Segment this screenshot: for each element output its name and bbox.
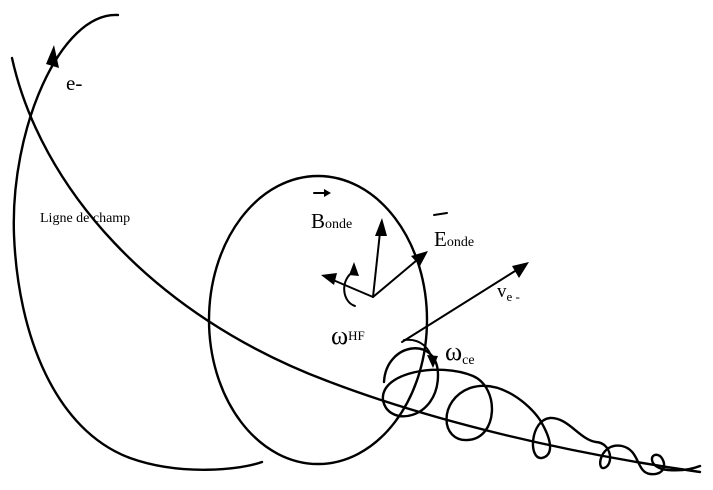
field-line-curve [12,58,700,472]
e-onde-label: Eonde [434,227,474,251]
b-onde-label: Bonde [311,209,352,233]
omega-hf-subscript: HF [348,328,365,343]
left-vector-arrow-head [321,273,337,285]
omega-ce-subscript: ce [462,353,474,368]
e-onde-vector [373,255,423,297]
omega-ce-label: ωce [445,337,475,368]
velocity-subscript: e - [507,289,520,304]
velocity-vector [402,266,523,342]
e-onde-subscript: onde [447,235,474,250]
e-vector-bar [434,213,447,215]
omega-hf-label: ωHF [331,321,365,350]
velocity-label: ve - [497,281,520,304]
velocity-arrow-head [512,262,529,278]
electron-helix-loops [383,348,700,474]
omega-hf-symbol: ω [331,321,348,350]
b-onde-symbol: B [311,209,325,233]
velocity-symbol: v [497,281,507,302]
omega-ce-symbol: ω [445,337,462,366]
b-vector-bar-head [324,189,331,197]
b-onde-subscript: onde [325,217,352,232]
omega-hf-rotation-arrow-head [349,262,359,276]
electron-trajectory-arc [14,15,262,470]
field-line-label: Ligne de champ [40,211,130,226]
electron-label: e- [66,71,82,95]
b-onde-arrow-head [375,218,387,236]
e-onde-symbol: E [434,227,447,251]
